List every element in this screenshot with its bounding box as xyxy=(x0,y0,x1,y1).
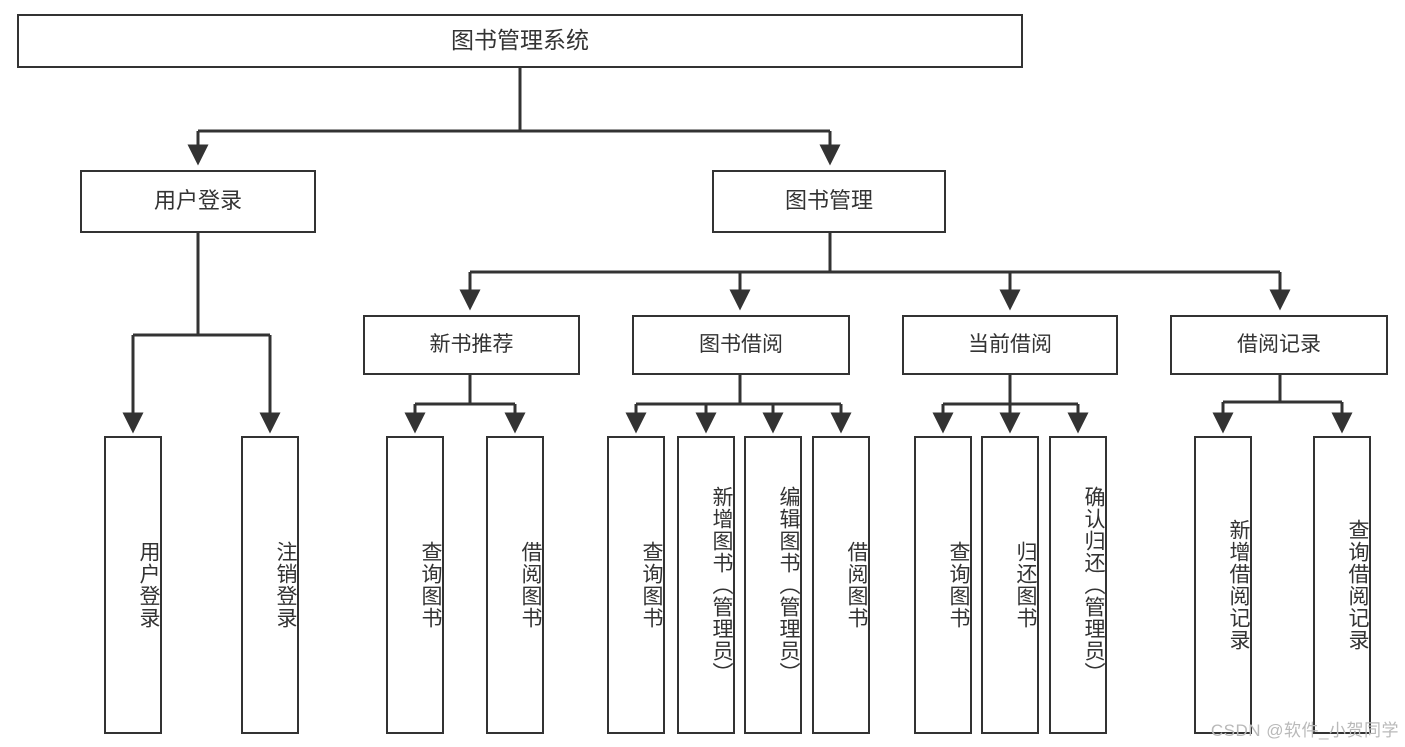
leaf-user-login-login[interactable]: 用户登录 xyxy=(104,436,162,734)
leaf-book-borrow-add[interactable]: 新增图书（管理员） xyxy=(677,436,735,734)
node-label: 查询图书 xyxy=(947,541,970,629)
leaf-current-borrow-confirm-return[interactable]: 确认归还（管理员） xyxy=(1049,436,1107,734)
node-label: 借阅记录 xyxy=(1237,333,1321,357)
leaf-new-book-borrow[interactable]: 借阅图书 xyxy=(486,436,544,734)
leaf-book-borrow-query[interactable]: 查询图书 xyxy=(607,436,665,734)
node-label: 用户登录 xyxy=(153,188,242,214)
node-label: 编辑图书（管理员） xyxy=(777,486,800,684)
leaf-borrow-record-add[interactable]: 新增借阅记录 xyxy=(1194,436,1252,734)
node-label: 查询图书 xyxy=(640,541,663,629)
node-label: 当前借阅 xyxy=(968,333,1052,357)
node-current-borrow[interactable]: 当前借阅 xyxy=(902,315,1118,375)
node-root-book-management-system[interactable]: 图书管理系统 xyxy=(17,14,1023,68)
node-label: 确认归还（管理员） xyxy=(1082,486,1105,684)
node-borrow-record[interactable]: 借阅记录 xyxy=(1170,315,1388,375)
leaf-user-login-logout[interactable]: 注销登录 xyxy=(241,436,299,734)
node-label: 图书管理 xyxy=(784,188,873,214)
node-book-borrow[interactable]: 图书借阅 xyxy=(632,315,850,375)
node-label: 新书推荐 xyxy=(429,333,514,357)
node-label: 查询借阅记录 xyxy=(1346,519,1369,651)
node-label: 新增借阅记录 xyxy=(1227,519,1250,651)
leaf-book-borrow-borrow[interactable]: 借阅图书 xyxy=(812,436,870,734)
leaf-current-borrow-return[interactable]: 归还图书 xyxy=(981,436,1039,734)
node-new-book-recommend[interactable]: 新书推荐 xyxy=(363,315,580,375)
node-label: 注销登录 xyxy=(274,541,297,629)
node-label: 新增图书（管理员） xyxy=(710,486,733,684)
node-label: 图书管理系统 xyxy=(451,27,589,54)
node-user-login[interactable]: 用户登录 xyxy=(80,170,316,233)
node-label: 查询图书 xyxy=(419,541,442,629)
node-label: 图书借阅 xyxy=(699,333,783,357)
leaf-current-borrow-query[interactable]: 查询图书 xyxy=(914,436,972,734)
node-book-management[interactable]: 图书管理 xyxy=(712,170,946,233)
node-label: 借阅图书 xyxy=(845,541,868,629)
leaf-book-borrow-edit[interactable]: 编辑图书（管理员） xyxy=(744,436,802,734)
node-label: 借阅图书 xyxy=(519,541,542,629)
leaf-new-book-query[interactable]: 查询图书 xyxy=(386,436,444,734)
node-label: 归还图书 xyxy=(1014,541,1037,629)
node-label: 用户登录 xyxy=(137,541,160,629)
leaf-borrow-record-query[interactable]: 查询借阅记录 xyxy=(1313,436,1371,734)
